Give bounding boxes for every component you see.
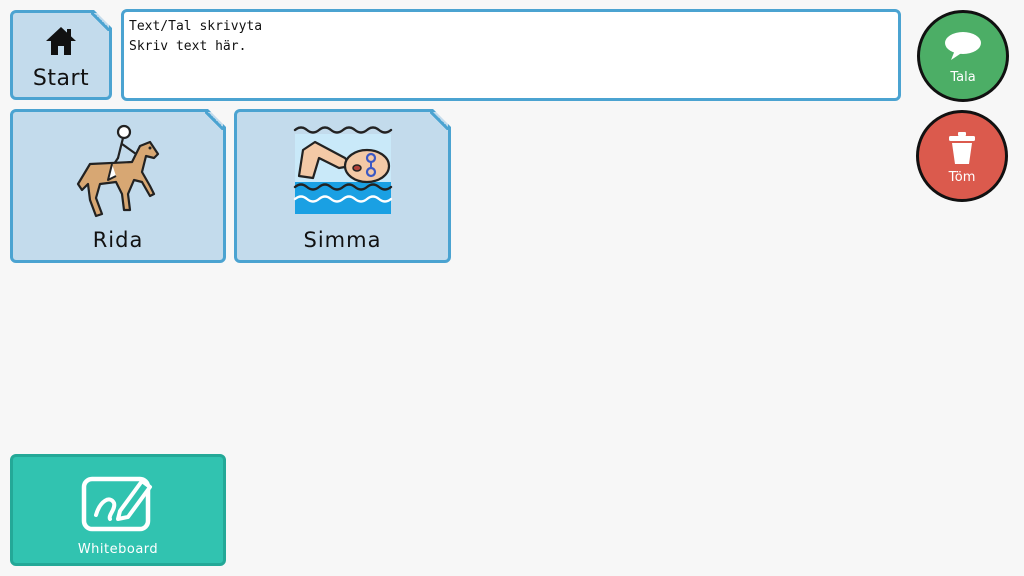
text-input-area[interactable]: Text/Tal skrivyta Skriv text här. [121, 9, 901, 101]
speak-label: Tala [950, 70, 976, 85]
whiteboard-label: Whiteboard [77, 542, 159, 557]
speak-button[interactable]: Tala [917, 10, 1009, 102]
word-tile-rida[interactable]: Rida [10, 109, 226, 263]
home-icon [44, 25, 78, 57]
swimmer-icon [293, 124, 393, 216]
clear-button[interactable]: Töm [916, 110, 1008, 202]
speech-bubble-icon [945, 32, 981, 60]
word-tile-label: Simma [303, 228, 382, 252]
clear-label: Töm [948, 170, 976, 185]
trash-icon [949, 132, 975, 164]
tile-fold-corner [430, 109, 451, 130]
start-button[interactable]: Start [10, 10, 112, 100]
start-label: Start [32, 66, 90, 91]
word-tile-simma[interactable]: Simma [234, 109, 451, 263]
tile-fold-corner [91, 10, 112, 31]
whiteboard-button[interactable]: Whiteboard [10, 454, 226, 566]
horse-rider-icon [68, 124, 168, 222]
text-area-title: Text/Tal skrivyta [129, 19, 263, 34]
word-tile-label: Rida [92, 228, 144, 252]
pen-board-icon [81, 476, 152, 532]
tile-fold-corner [205, 109, 226, 130]
text-area-placeholder: Skriv text här. [129, 39, 247, 54]
